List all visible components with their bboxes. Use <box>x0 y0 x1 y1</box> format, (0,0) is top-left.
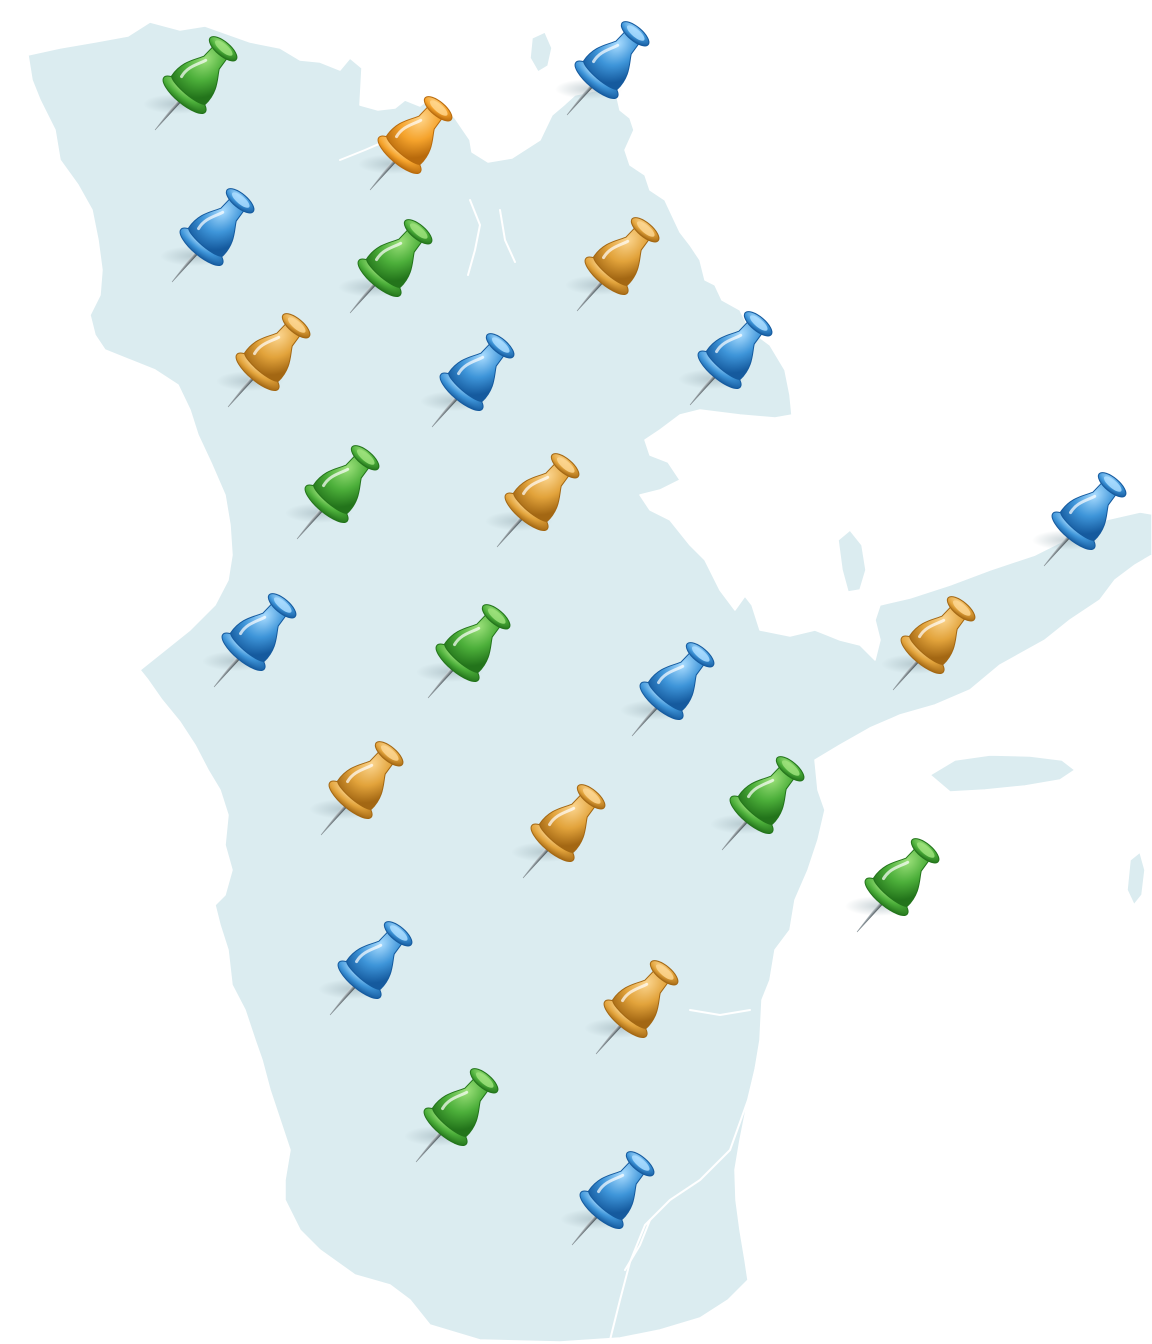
pushpin-icon[interactable] <box>542 8 664 136</box>
river-line <box>624 1219 651 1271</box>
pins-layer <box>130 8 1141 1266</box>
pushpin-icon[interactable] <box>571 947 693 1075</box>
pushpin-icon[interactable] <box>130 23 252 151</box>
pushpin-icon[interactable] <box>552 204 674 332</box>
islet-region <box>1126 851 1146 906</box>
pushpin-icon[interactable] <box>868 583 990 711</box>
island-region <box>929 754 1076 793</box>
pushpin-icon[interactable] <box>407 320 529 448</box>
river-line <box>689 1009 751 1016</box>
river-line <box>609 719 893 1341</box>
pushpin-icon[interactable] <box>1019 459 1141 587</box>
pushpin-icon[interactable] <box>147 175 269 303</box>
islet-region <box>529 31 553 73</box>
pushpin-icon[interactable] <box>345 83 467 211</box>
pushpin-icon[interactable] <box>498 771 620 899</box>
pushpin-icon[interactable] <box>403 591 525 719</box>
pushpin-icon[interactable] <box>296 728 418 856</box>
islet-region <box>837 529 867 593</box>
pushpin-icon[interactable] <box>607 629 729 757</box>
pushpin-icon[interactable] <box>305 908 427 1036</box>
pushpin-icon[interactable] <box>472 440 594 568</box>
pushpin-icon[interactable] <box>832 825 954 953</box>
pushpin-icon[interactable] <box>547 1138 669 1266</box>
pushpin-icon[interactable] <box>325 206 447 334</box>
pushpin-icon[interactable] <box>697 743 819 871</box>
pushpin-icon[interactable] <box>272 432 394 560</box>
pushpin-icon[interactable] <box>665 298 787 426</box>
river-line <box>499 209 516 263</box>
pushpin-icon[interactable] <box>391 1055 513 1183</box>
pushpin-icon[interactable] <box>189 580 311 708</box>
river-line <box>467 199 481 276</box>
pushpin-icon[interactable] <box>203 300 325 428</box>
